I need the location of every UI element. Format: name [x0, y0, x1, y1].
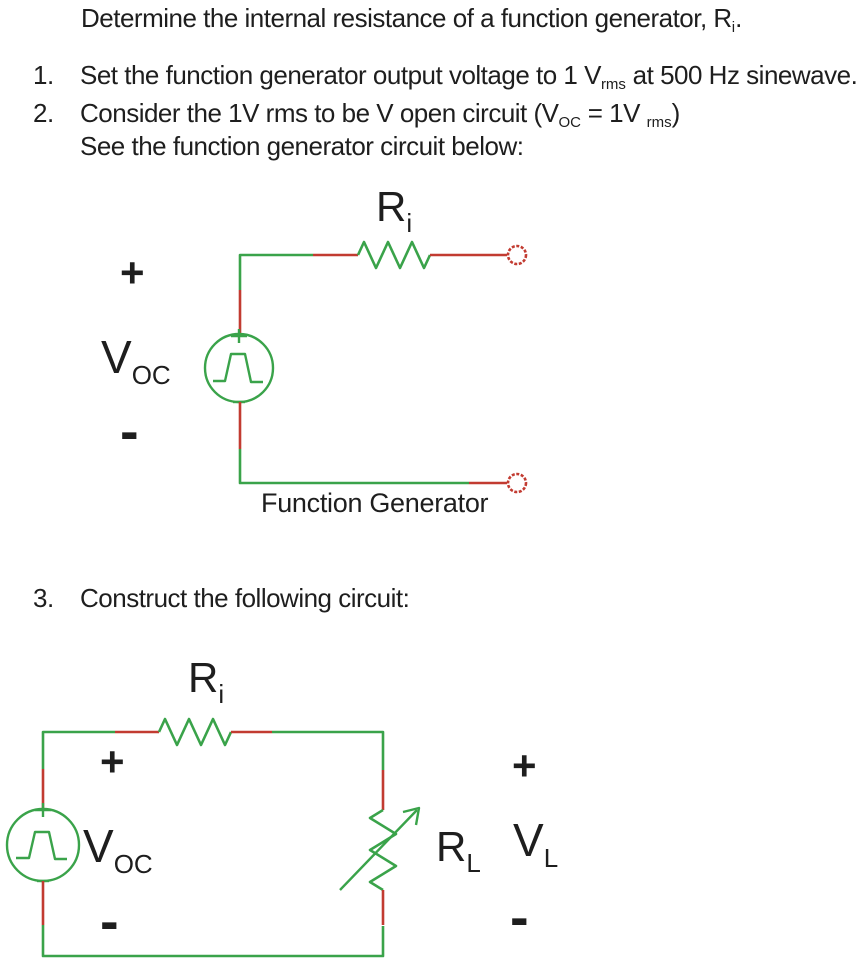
step-2-continuation-text: See the function generator circuit below…: [80, 131, 524, 161]
output-terminal-top-icon: [506, 244, 528, 266]
plus-glyph: +: [120, 249, 145, 296]
step-2-text-pre: Consider the 1V rms to be V open circuit…: [80, 98, 559, 128]
circuit2-voc-sub: OC: [113, 849, 153, 879]
step-1-number: 1.: [33, 60, 54, 90]
doc-title-text: Determine the internal resistance of a f…: [81, 3, 732, 33]
variable-arrow-icon: [339, 809, 418, 891]
step-1-text-pre: Set the function generator output voltag…: [80, 60, 601, 90]
circuit1-plus-sign: +: [120, 252, 145, 294]
step-1-subscript-rms: rms: [600, 76, 626, 93]
step-3-number: 3.: [33, 583, 54, 613]
function-generator-circuit: [203, 240, 528, 494]
circuit2-rl-main: R: [436, 823, 467, 870]
circuit2-rl-sub: L: [466, 848, 481, 878]
circuit1-voc-label: VOC: [101, 331, 171, 388]
circuit2-load-plus-sign: +: [512, 745, 537, 787]
circuit1-ri-main: R: [376, 183, 407, 230]
step-1-text-post: at 500 Hz sinewave.: [625, 60, 858, 90]
doc-title-subscript: i: [731, 19, 736, 36]
instruction-step-2: 2. Consider the 1V rms to be V open circ…: [33, 98, 681, 131]
circuit1-ri-label: Ri: [376, 183, 412, 237]
step-2-subscript-rms: rms: [646, 114, 672, 131]
wire: [41, 730, 115, 769]
minus-glyph: -: [510, 885, 529, 948]
circuit2-source-minus-sign: -: [100, 893, 119, 949]
minus-glyph: -: [100, 889, 119, 952]
circuit2-ri-main: R: [188, 654, 219, 701]
circuit2-rl-label: RL: [436, 823, 481, 877]
internal-resistor-symbol: [356, 240, 432, 270]
source-plus-node-icon: [35, 803, 51, 817]
circuit1-voc-sub: OC: [131, 360, 171, 390]
load-test-circuit: [5, 717, 421, 958]
plus-glyph: +: [512, 742, 537, 789]
instruction-step-1: 1. Set the function generator output vol…: [33, 60, 858, 93]
circuit2-voc-main: V: [83, 820, 114, 872]
step-1-text: Set the function generator output voltag…: [80, 60, 858, 93]
circuit1-voc-main: V: [101, 331, 132, 383]
circuit2-vl-label: VL: [513, 814, 558, 871]
wire: [272, 730, 385, 770]
minus-glyph: -: [120, 399, 139, 462]
circuit2-ri-sub: i: [218, 679, 225, 709]
wire: [238, 449, 469, 485]
circuit1-caption-text: Function Generator: [261, 488, 489, 518]
source-symbol: [203, 332, 275, 404]
step-2-subscript-oc: OC: [558, 114, 582, 131]
doc-title: Determine the internal resistance of a f…: [81, 3, 742, 36]
circuit1-caption: Function Generator: [261, 488, 489, 518]
circuit2-load-minus-sign: -: [510, 889, 529, 945]
doc-title-period: .: [735, 3, 742, 33]
wire: [41, 925, 385, 958]
step-2-text: Consider the 1V rms to be V open circuit…: [80, 98, 681, 131]
variable-arrowhead-icon: [402, 806, 421, 826]
source-plus-node-icon: [231, 329, 247, 343]
circuit2-voc-label: VOC: [83, 820, 153, 877]
circuit2-vl-sub: L: [543, 843, 559, 873]
step-2-number: 2.: [33, 98, 54, 128]
wire: [238, 253, 313, 290]
output-terminal-bottom-icon: [506, 472, 528, 494]
circuit2-source-plus-sign: +: [100, 741, 125, 783]
load-resistor-symbol: [368, 808, 398, 892]
step-3-text: Construct the following circuit:: [80, 583, 410, 613]
circuit2-ri-label: Ri: [188, 654, 224, 708]
step-2-text-post: ): [671, 98, 681, 128]
instruction-step-2-continuation: See the function generator circuit below…: [80, 131, 524, 162]
pulse-waveform-icon: [213, 352, 263, 384]
step-2-text-mid: = 1V: [581, 98, 647, 128]
internal-resistor-symbol: [157, 717, 233, 747]
source-symbol: [5, 807, 81, 883]
pulse-waveform-icon: [16, 830, 67, 861]
circuit1-ri-sub: i: [406, 208, 413, 238]
circuit1-minus-sign: -: [120, 403, 139, 459]
plus-glyph: +: [100, 738, 125, 785]
instruction-step-3: 3. Construct the following circuit:: [33, 583, 410, 614]
circuit2-vl-main: V: [513, 814, 544, 866]
